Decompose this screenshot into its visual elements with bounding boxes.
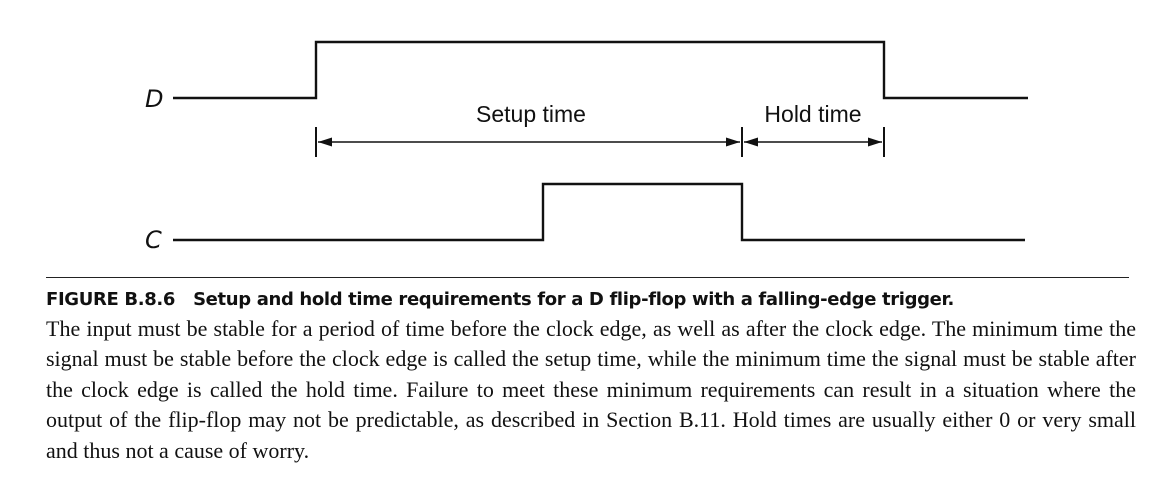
caption-heading: FIGURE B.8.6 Setup and hold time requirem…	[46, 286, 1136, 314]
d-signal-waveform	[173, 40, 1028, 100]
figure-caption: FIGURE B.8.6 Setup and hold time requirem…	[46, 286, 1136, 466]
hold-time-label: Hold time	[764, 101, 861, 127]
caption-body: The input must be stable for a period of…	[46, 316, 1136, 463]
c-signal-label: C	[145, 226, 162, 254]
hold-time-arrow	[744, 137, 882, 147]
caption-divider	[46, 277, 1129, 278]
caption-title: Setup and hold time requirements for a D…	[193, 289, 954, 310]
figure-number: FIGURE B.8.6	[46, 289, 176, 310]
d-signal-label: D	[145, 85, 163, 113]
setup-time-arrow	[318, 137, 740, 147]
timing-diagram: D Setup time Hold time C	[145, 40, 1028, 254]
setup-time-label: Setup time	[476, 101, 586, 127]
c-signal-waveform	[173, 182, 1025, 242]
